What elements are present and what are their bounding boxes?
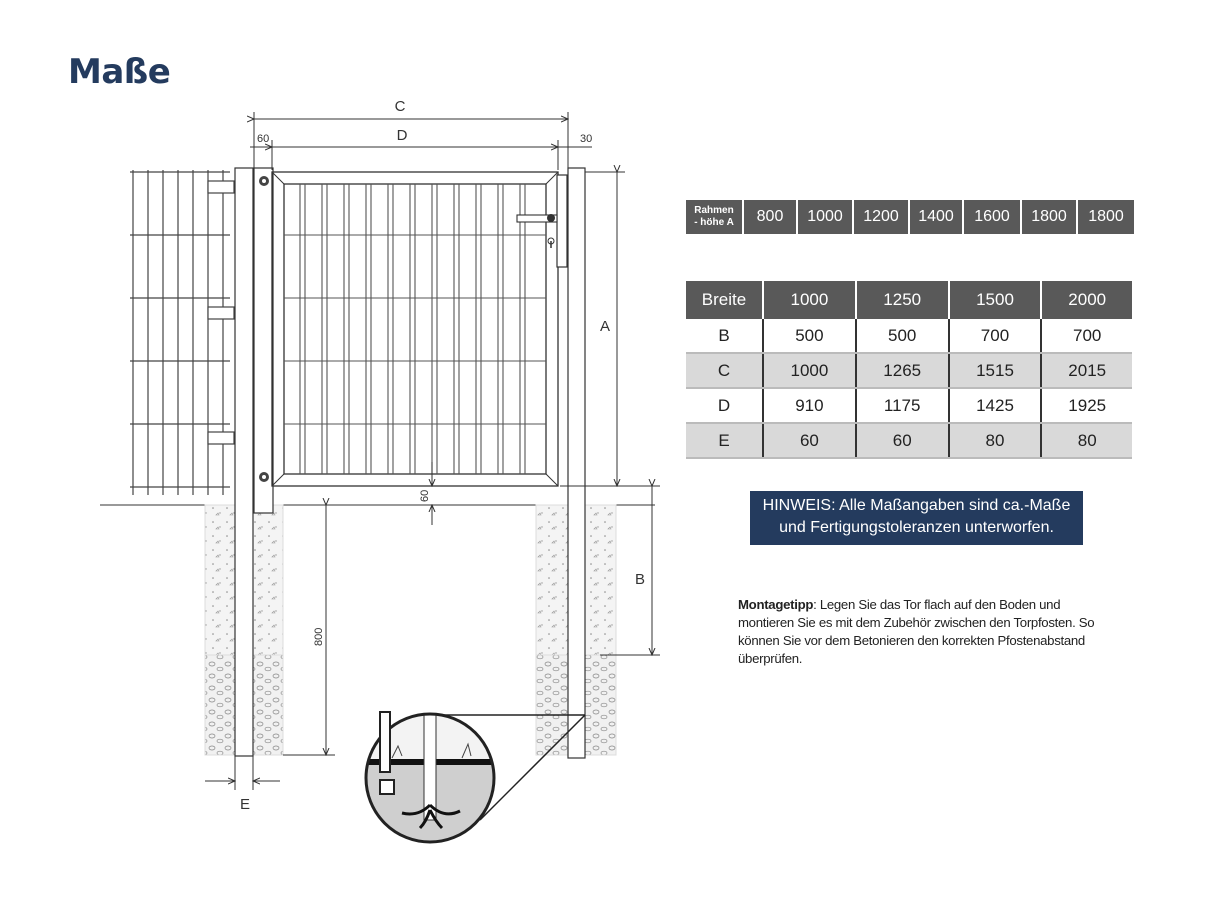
frame-height-value: 1400 — [910, 200, 964, 234]
frame-height-header-line2: - höhe A — [694, 217, 734, 228]
table-cell: 700 — [1041, 319, 1132, 354]
table-row: B 500 500 700 700 — [686, 319, 1132, 354]
left-fence-post — [234, 167, 254, 757]
table-cell: 1425 — [948, 388, 1043, 424]
table-cell: 2015 — [1041, 353, 1132, 389]
table-header-row: Breite 1000 1250 1500 2000 — [686, 281, 1132, 319]
gate-dimension-drawing: C D 60 30 A B 60 800 E — [100, 98, 660, 844]
dim-label-60: 60 — [257, 133, 269, 145]
table-header-cell: Breite — [686, 281, 764, 319]
table-cell: 700 — [948, 319, 1043, 354]
dimensions-table: Breite 1000 1250 1500 2000 B 500 500 700… — [686, 281, 1132, 459]
dim-label-800: 800 — [313, 628, 325, 646]
mounting-tip: Montagetipp: Legen Sie das Tor flach auf… — [738, 596, 1108, 668]
table-cell: B — [686, 319, 764, 354]
table-row: C 1000 1265 1515 2015 — [686, 353, 1132, 389]
table-cell: 80 — [1041, 423, 1132, 459]
dim-label-gap: 60 — [419, 490, 431, 502]
table-cell: 60 — [763, 423, 857, 459]
note-line-1: HINWEIS: Alle Maßangaben sind ca.-Maße — [762, 497, 1071, 514]
table-cell: 500 — [763, 319, 857, 354]
dim-label-30: 30 — [580, 133, 592, 145]
dimension-e — [205, 756, 280, 790]
table-cell: 1925 — [1041, 388, 1132, 424]
table-cell: 1175 — [855, 388, 950, 424]
frame-height-header: Rahmen - höhe A — [686, 200, 744, 234]
table-cell: E — [686, 423, 764, 459]
table-header-cell: 1000 — [763, 281, 857, 319]
mounting-tip-text: : Legen Sie das Tor flach auf den Boden … — [738, 597, 1095, 666]
dim-label-a: A — [600, 318, 610, 335]
page-title: Maße — [68, 52, 171, 92]
table-cell: 910 — [763, 388, 857, 424]
hinge-bottom — [259, 472, 269, 482]
table-cell: 500 — [855, 319, 950, 354]
mounting-tip-label: Montagetipp — [738, 597, 814, 612]
dim-label-c: C — [395, 98, 406, 115]
table-cell: 60 — [855, 423, 950, 459]
frame-height-value: 1000 — [798, 200, 854, 234]
table-cell: 1265 — [855, 353, 950, 389]
table-header-cell: 1250 — [855, 281, 950, 319]
dim-label-e: E — [240, 796, 250, 813]
right-gate-post — [567, 167, 586, 759]
gate-lock — [516, 174, 568, 268]
frame-height-value: 1800 — [1022, 200, 1078, 234]
table-row: E 60 60 80 80 — [686, 423, 1132, 459]
dimension-d — [250, 140, 592, 170]
hinge-top — [259, 176, 269, 186]
table-cell: 1000 — [763, 353, 857, 389]
dimension-b — [560, 486, 660, 655]
dimension-c — [254, 112, 568, 168]
fence-panel — [130, 170, 235, 495]
table-header-cell: 1500 — [948, 281, 1043, 319]
table-cell: 80 — [948, 423, 1043, 459]
table-cell: 1515 — [948, 353, 1043, 389]
note-box: HINWEIS: Alle Maßangaben sind ca.-Maße u… — [750, 491, 1083, 545]
left-gate-post — [253, 167, 274, 514]
frame-height-table: Rahmen - höhe A 800 1000 1200 1400 1600 … — [686, 200, 1134, 234]
table-cell: D — [686, 388, 764, 424]
frame-height-value: 1800 — [1078, 200, 1134, 234]
dim-label-b: B — [635, 571, 645, 588]
dim-label-d: D — [397, 127, 408, 144]
note-line-2: und Fertigungstoleranzen unterworfen. — [779, 519, 1054, 536]
gate-leaf — [271, 171, 559, 487]
table-header-cell: 2000 — [1041, 281, 1132, 319]
frame-height-value: 800 — [744, 200, 798, 234]
frame-height-header-line1: Rahmen — [694, 205, 734, 216]
frame-height-value: 1600 — [964, 200, 1022, 234]
table-cell: C — [686, 353, 764, 389]
frame-height-value: 1200 — [854, 200, 910, 234]
dimension-depth — [283, 505, 335, 755]
table-row: D 910 1175 1425 1925 — [686, 388, 1132, 424]
